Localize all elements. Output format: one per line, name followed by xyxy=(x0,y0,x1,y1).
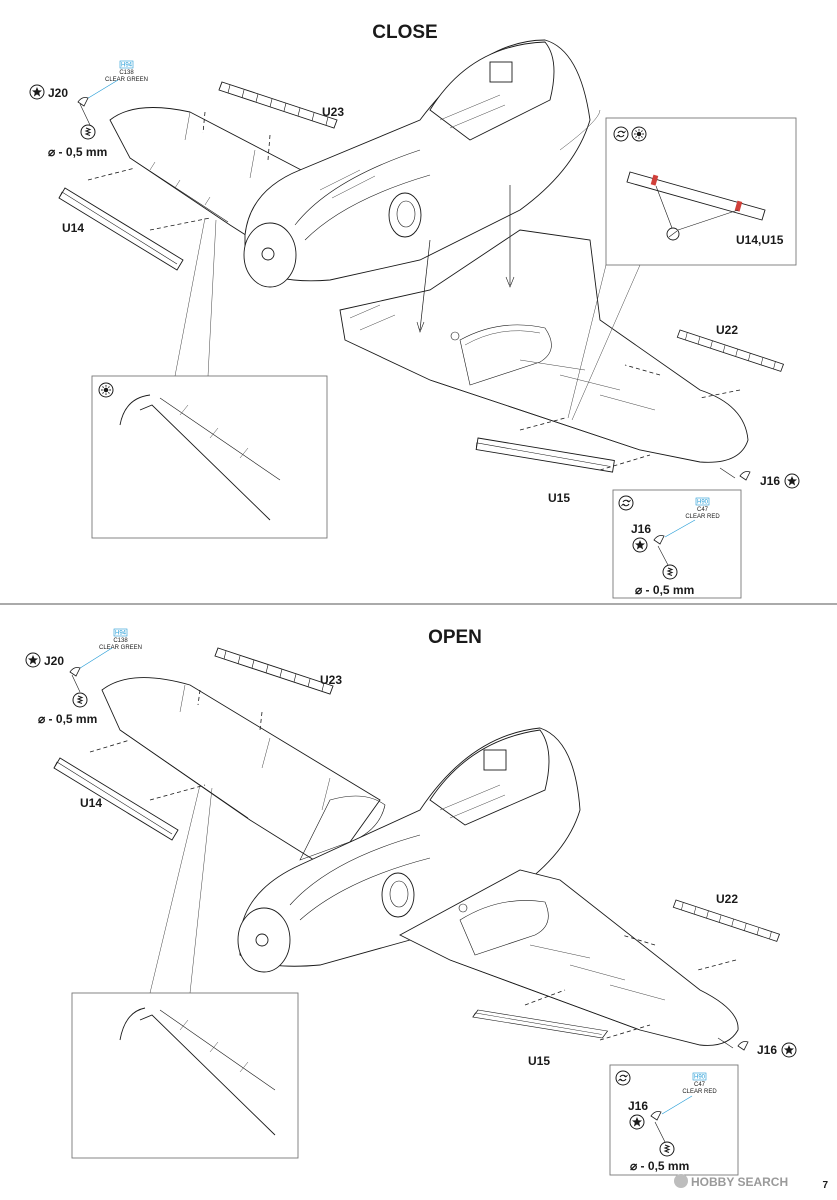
part-label-j16: J16 xyxy=(628,1099,648,1113)
left-wing xyxy=(101,677,381,871)
nav-light-lens xyxy=(739,471,751,481)
drill-size: ⌀ - 0,5 mm xyxy=(48,145,107,159)
panel-close: CLOSE J20 H94 C138 CLEAR GREEN ⌀ - 0,5 m… xyxy=(29,22,800,599)
sun-icon xyxy=(98,382,114,398)
detail-inset-aileron xyxy=(605,117,797,266)
drill-size: ⌀ - 0,5 mm xyxy=(38,712,97,726)
drill-icon xyxy=(659,1141,675,1157)
spinner xyxy=(243,222,297,288)
paint-name: CLEAR GREEN xyxy=(99,645,142,651)
detail-inset-wing xyxy=(71,992,299,1159)
star-in-circle-icon xyxy=(632,537,648,553)
star-in-circle-icon xyxy=(629,1114,645,1130)
spinner xyxy=(237,907,291,973)
nav-light-lens xyxy=(77,97,89,107)
part-label-u14: U14 xyxy=(62,221,84,235)
part-label-j20: J20 xyxy=(48,86,68,100)
part-label-u23: U23 xyxy=(322,105,344,119)
part-label-j20: J20 xyxy=(44,654,64,668)
paint-name: CLEAR RED xyxy=(682,1089,717,1095)
paint-code-c: C138 xyxy=(119,70,134,76)
star-in-circle-icon xyxy=(25,652,41,668)
wheel-well xyxy=(459,324,552,386)
star-in-circle-icon xyxy=(29,84,45,100)
star-in-circle-icon xyxy=(784,473,800,489)
page-number: 7 xyxy=(822,1180,828,1191)
part-label-u14: U14 xyxy=(80,796,102,810)
star-in-circle-icon xyxy=(781,1042,797,1058)
right-wing xyxy=(339,229,749,463)
part-label-j16: J16 xyxy=(757,1043,777,1057)
paint-code-c: C138 xyxy=(113,638,128,644)
watermark: HOBBY SEARCH xyxy=(674,1174,788,1189)
panel-title: OPEN xyxy=(428,627,482,648)
supercharger-intake xyxy=(388,192,422,238)
nav-light-lens xyxy=(737,1041,749,1051)
wheel-well xyxy=(459,900,549,956)
part-label-inset-u14-u15: U14,U15 xyxy=(736,233,784,247)
paint-code-h: H94 xyxy=(115,631,127,637)
drill-icon xyxy=(72,692,88,708)
part-label-u22: U22 xyxy=(716,892,738,906)
paint-code-h: H90 xyxy=(697,500,709,506)
watermark-text: HOBBY SEARCH xyxy=(691,1175,788,1189)
part-u22 xyxy=(672,899,780,942)
sun-icon xyxy=(631,126,647,142)
canopy xyxy=(429,41,555,141)
paint-name: CLEAR GREEN xyxy=(105,77,148,83)
drill-size: ⌀ - 0,5 mm xyxy=(635,583,694,597)
part-label-j16: J16 xyxy=(631,522,651,536)
paint-code-c: C47 xyxy=(697,507,709,513)
rotate-icon xyxy=(613,126,629,142)
part-u23 xyxy=(214,647,334,695)
part-label-j16: J16 xyxy=(760,474,780,488)
supercharger-intake xyxy=(381,872,415,918)
paint-code-c: C47 xyxy=(694,1082,706,1088)
detail-inset-wing xyxy=(91,375,328,539)
paint-name: CLEAR RED xyxy=(685,514,720,520)
part-label-u15: U15 xyxy=(528,1054,550,1068)
part-u14 xyxy=(53,757,179,841)
panel-title: CLOSE xyxy=(372,22,437,43)
rotate-icon xyxy=(618,495,634,511)
drill-size: ⌀ - 0,5 mm xyxy=(630,1159,689,1173)
part-u23 xyxy=(218,81,338,129)
drill-icon xyxy=(662,564,678,580)
part-label-u22: U22 xyxy=(716,323,738,337)
paint-code-h: H90 xyxy=(694,1075,706,1081)
part-label-u15: U15 xyxy=(548,491,570,505)
canopy xyxy=(429,729,550,826)
panel-open: OPEN J20 H94 C138 CLEAR GREEN ⌀ - 0,5 mm… xyxy=(25,627,797,1176)
part-label-u23: U23 xyxy=(320,673,342,687)
right-wing xyxy=(399,869,739,1046)
rotate-icon xyxy=(615,1070,631,1086)
paint-code-h: H94 xyxy=(121,63,133,69)
nav-light-lens xyxy=(69,667,81,677)
drill-icon xyxy=(80,124,96,140)
